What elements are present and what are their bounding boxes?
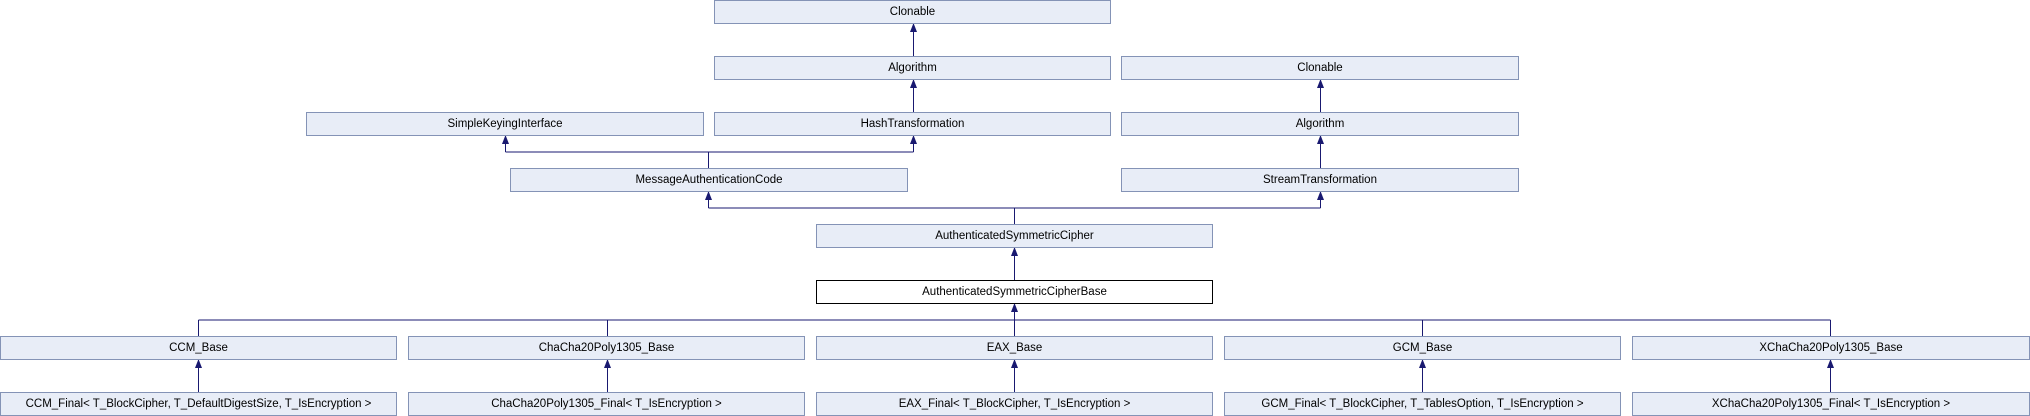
node-message-authentication-code[interactable]: MessageAuthenticationCode: [510, 168, 908, 192]
node-authenticated-symmetric-cipher-base: AuthenticatedSymmetricCipherBase: [816, 280, 1213, 304]
arrowhead-asc-base: [1011, 303, 1018, 312]
node-chacha20poly1305-base[interactable]: ChaCha20Poly1305_Base: [408, 336, 805, 360]
arrowhead-simple-keying: [502, 135, 509, 144]
node-hash-transformation[interactable]: HashTransformation: [714, 112, 1111, 136]
node-gcm-final[interactable]: GCM_Final< T_BlockCipher, T_TablesOption…: [1224, 392, 1621, 416]
node-xchacha20poly1305-final[interactable]: XChaCha20Poly1305_Final< T_IsEncryption …: [1632, 392, 2030, 416]
node-gcm-base[interactable]: GCM_Base: [1224, 336, 1621, 360]
edge-bases-ascbase: [198, 303, 1831, 337]
arrowhead-asc: [1011, 247, 1018, 256]
node-algorithm[interactable]: Algorithm: [714, 56, 1111, 80]
node-clonable-right[interactable]: Clonable: [1121, 56, 1519, 80]
edge-mac-parents: [505, 135, 914, 169]
node-authenticated-symmetric-cipher[interactable]: AuthenticatedSymmetricCipher: [816, 224, 1213, 248]
arrowhead-algorithm2: [1317, 135, 1324, 144]
node-clonable[interactable]: Clonable: [714, 0, 1111, 24]
node-ccm-final[interactable]: CCM_Final< T_BlockCipher, T_DefaultDiges…: [0, 392, 397, 416]
node-xchacha20poly1305-base[interactable]: XChaCha20Poly1305_Base: [1632, 336, 2030, 360]
node-algorithm-right[interactable]: Algorithm: [1121, 112, 1519, 136]
arrowhead-gcm-base: [1419, 359, 1426, 368]
arrowhead-clonable1: [910, 23, 917, 32]
arrowhead-eax-base: [1011, 359, 1018, 368]
node-eax-final[interactable]: EAX_Final< T_BlockCipher, T_IsEncryption…: [816, 392, 1213, 416]
node-eax-base[interactable]: EAX_Base: [816, 336, 1213, 360]
arrowhead-stream-transformation: [1317, 191, 1324, 200]
arrowhead-hash-transformation: [910, 135, 917, 144]
arrowhead-mac: [705, 191, 712, 200]
node-stream-transformation[interactable]: StreamTransformation: [1121, 168, 1519, 192]
edge-asc-parents: [708, 191, 1321, 225]
arrowhead-chacha-base: [604, 359, 611, 368]
arrowhead-xchacha-base: [1827, 359, 1834, 368]
arrowhead-clonable2: [1317, 79, 1324, 88]
arrowhead-algorithm1: [910, 79, 917, 88]
node-simple-keying-interface[interactable]: SimpleKeyingInterface: [306, 112, 704, 136]
node-chacha20poly1305-final[interactable]: ChaCha20Poly1305_Final< T_IsEncryption >: [408, 392, 805, 416]
node-ccm-base[interactable]: CCM_Base: [0, 336, 397, 360]
arrowhead-ccm-base: [195, 359, 202, 368]
